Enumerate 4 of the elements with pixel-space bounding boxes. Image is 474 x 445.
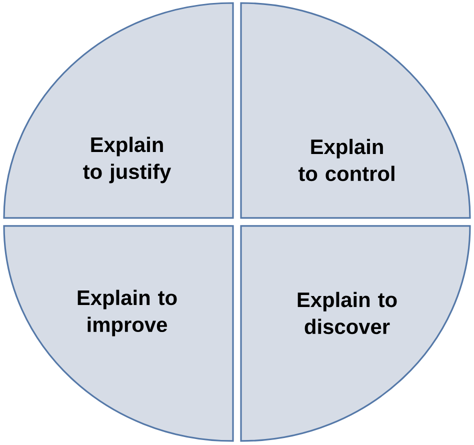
quadrant: Explain to control	[240, 2, 471, 219]
quadrant: Explain to improve	[3, 225, 234, 442]
quadrant: Explain to justify	[3, 2, 234, 219]
quadrant: Explain to discover	[240, 225, 471, 442]
